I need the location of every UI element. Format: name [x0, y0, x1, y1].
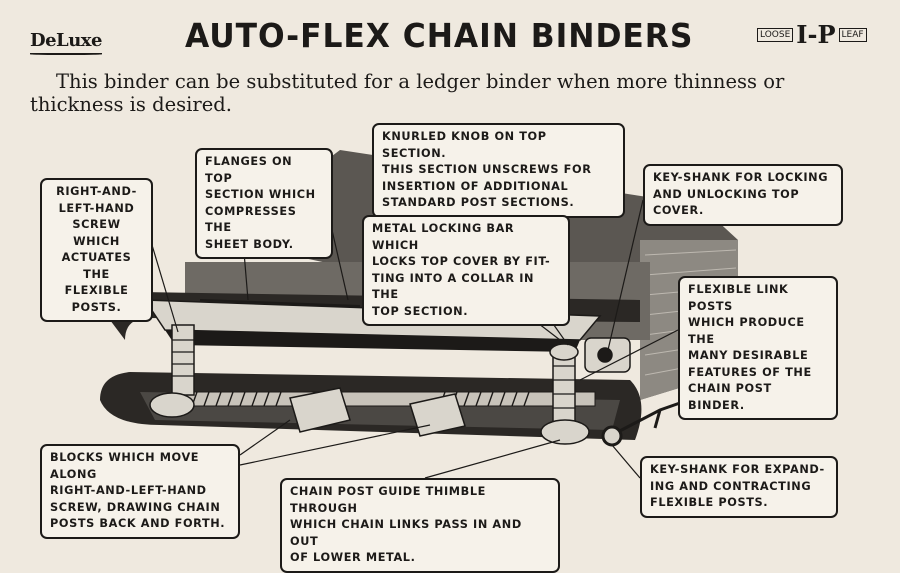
callout-key-shank-expanding: KEY-SHANK FOR EXPAND- ING AND CONTRACTIN… — [640, 456, 838, 518]
logo-mark: I-P — [796, 20, 836, 49]
callout-guide-thimble: CHAIN POST GUIDE THIMBLE THROUGH WHICH C… — [280, 478, 560, 573]
callout-metal-locking-bar: METAL LOCKING BAR WHICH LOCKS TOP COVER … — [362, 215, 570, 326]
callout-right-left-screw: RIGHT-AND- LEFT-HAND SCREW WHICH ACTUATE… — [40, 178, 153, 322]
logo-tag-right: LEAF — [838, 28, 867, 42]
callout-flanges: FLANGES ON TOP SECTION WHICH COMPRESSES … — [195, 148, 333, 259]
knurled-knob — [549, 343, 579, 361]
callout-knurled-knob: KNURLED KNOB ON TOP SECTION. THIS SECTIO… — [372, 123, 625, 218]
page-title: AUTO-FLEX CHAIN BINDERS — [185, 16, 694, 55]
callout-key-shank-locking: KEY-SHANK FOR LOCKING AND UNLOCKING TOP … — [643, 164, 843, 226]
logo-tag-left: LOOSE — [757, 28, 794, 42]
guide-thimbles — [149, 392, 590, 445]
intro-paragraph: This binder can be substituted for a led… — [30, 70, 785, 116]
callout-moving-blocks: BLOCKS WHICH MOVE ALONG RIGHT-AND-LEFT-H… — [40, 444, 240, 539]
deluxe-logo: DeLuxe — [30, 30, 103, 55]
callout-flexible-link-posts: FLEXIBLE LINK POSTS WHICH PRODUCE THE MA… — [678, 276, 838, 420]
ip-loose-leaf-logo: LOOSE I-P LEAF — [757, 22, 867, 48]
moving-blocks — [289, 387, 466, 437]
locking-key-shank — [584, 337, 631, 373]
right-left-hand-screw — [174, 391, 596, 407]
